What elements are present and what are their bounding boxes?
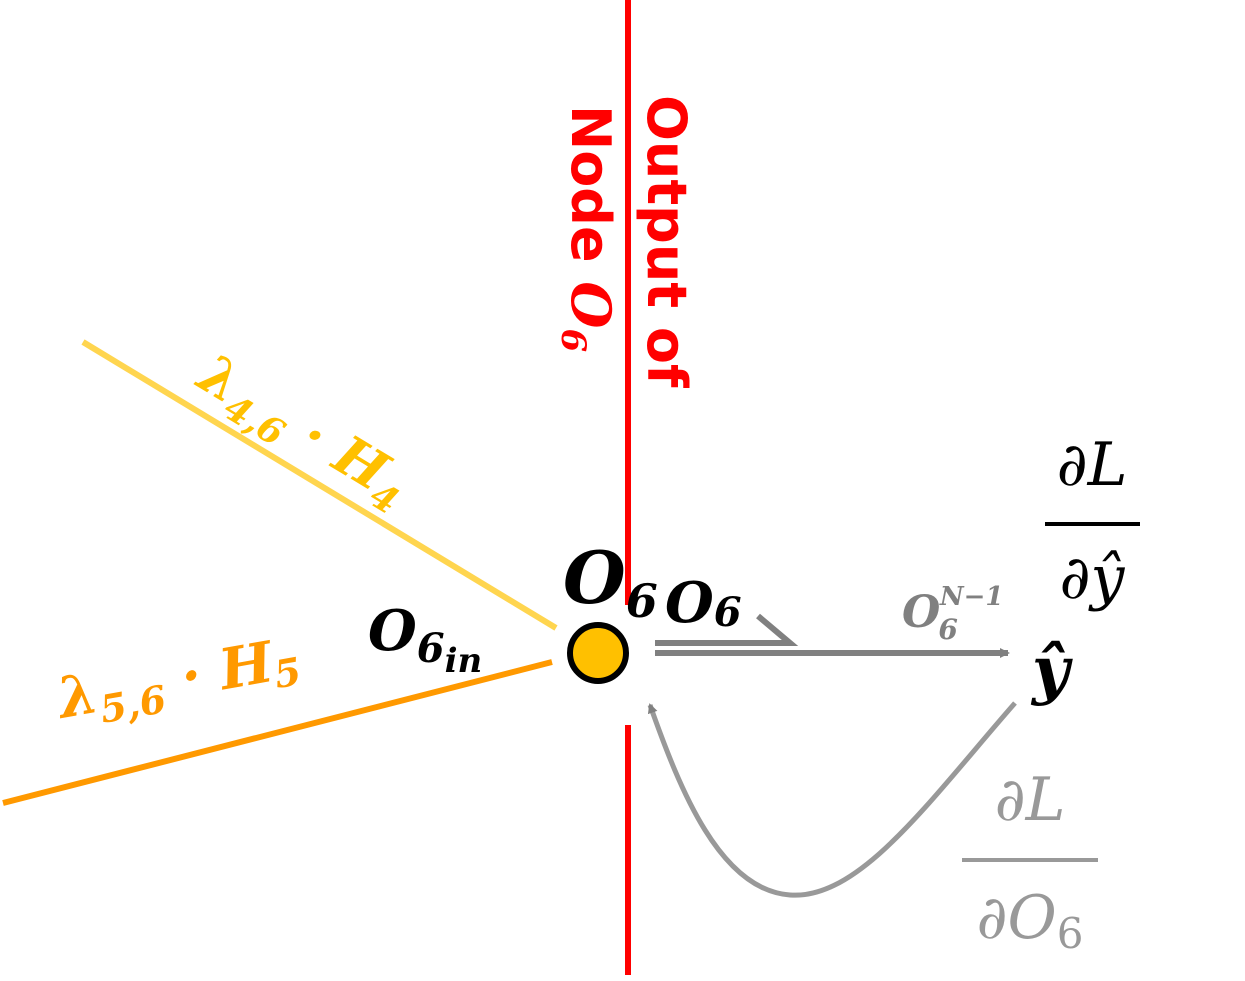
- edge-h5-label: λ5,6 · H5: [51, 625, 305, 739]
- edge-h4-line: [81, 339, 558, 631]
- grad-o6-denominator: ∂O6: [977, 883, 1084, 958]
- output-yhat: ŷ: [1030, 633, 1073, 708]
- forward-half-arrow: [655, 613, 799, 646]
- forward-label: O6: [665, 570, 742, 636]
- node-label: O6: [563, 535, 658, 628]
- node-input-label: O6in: [368, 598, 482, 681]
- node-o6[interactable]: [567, 622, 629, 684]
- output-label: Output of Node O6: [553, 95, 698, 388]
- grad-yhat-denominator: ∂ŷ: [1060, 543, 1126, 613]
- grad-yhat-numerator: ∂L: [1057, 430, 1128, 500]
- edge-h5-line: [2, 659, 553, 806]
- backprop-arrow: [647, 701, 1017, 898]
- grad-o6-numerator: ∂L: [995, 765, 1066, 835]
- forward-power-label: O6N−1: [902, 582, 1003, 646]
- output-label-line2: Node O6: [553, 105, 623, 352]
- edge-h4-label: λ4,6 · H4: [182, 340, 421, 523]
- output-label-line1: Output of: [635, 95, 698, 388]
